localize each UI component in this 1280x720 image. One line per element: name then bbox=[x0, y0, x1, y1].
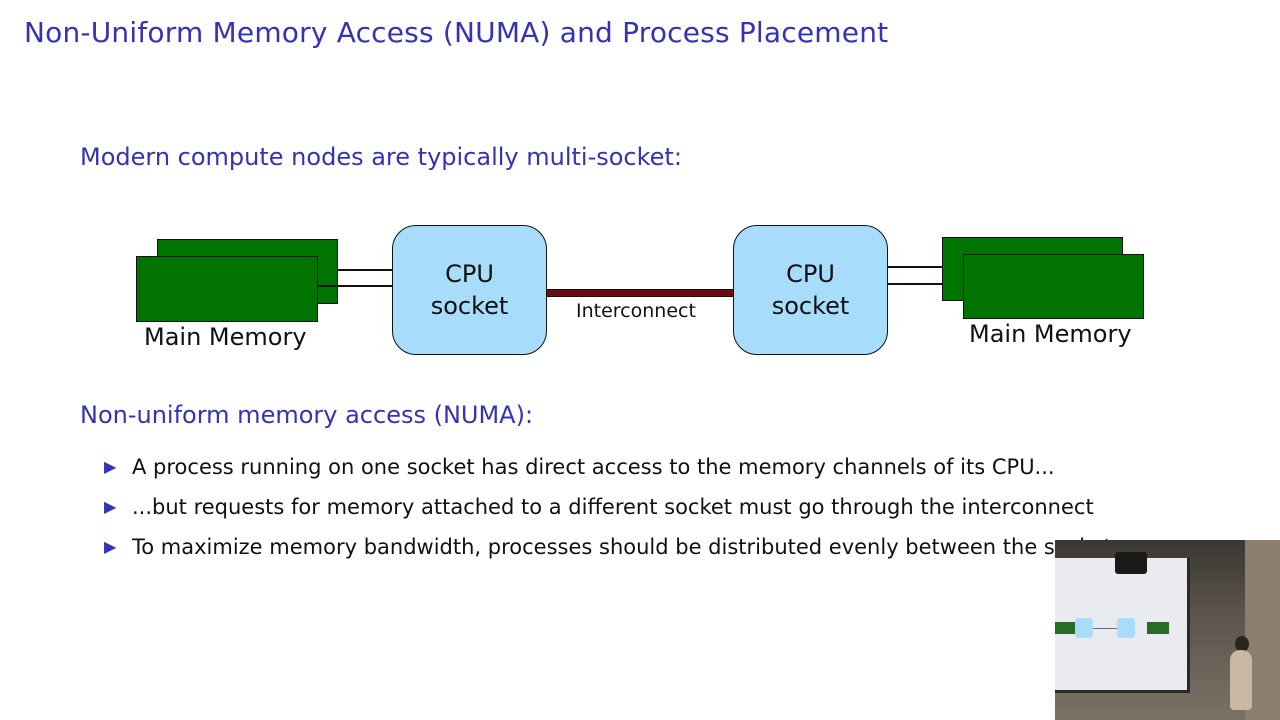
memory-module-left-back bbox=[157, 239, 338, 304]
projector-icon bbox=[1115, 552, 1147, 574]
mini-interconnect bbox=[1093, 628, 1117, 629]
cpu-socket-left: CPU socket bbox=[392, 225, 547, 355]
list-item: ▶ ...but requests for memory attached to… bbox=[104, 495, 1123, 535]
section-heading-numa: Non-uniform memory access (NUMA): bbox=[80, 401, 534, 429]
cpu-socket-left-line1: CPU bbox=[445, 260, 494, 288]
main-memory-right-label: Main Memory bbox=[969, 320, 1132, 348]
section-heading-multi-socket: Modern compute nodes are typically multi… bbox=[80, 143, 682, 171]
memory-link-right-top bbox=[887, 266, 943, 268]
cpu-socket-right: CPU socket bbox=[733, 225, 888, 355]
cpu-socket-right-line2: socket bbox=[771, 292, 850, 320]
projected-screen bbox=[1055, 558, 1190, 693]
list-item: ▶ To maximize memory bandwidth, processe… bbox=[104, 535, 1123, 575]
presenter-head bbox=[1235, 636, 1249, 652]
bullet-text: To maximize memory bandwidth, processes … bbox=[132, 535, 1123, 559]
presenter bbox=[1230, 650, 1252, 710]
memory-module-left-front bbox=[136, 256, 318, 322]
mini-cpu-left bbox=[1075, 618, 1093, 638]
video-inset bbox=[1055, 540, 1280, 720]
triangle-right-icon: ▶ bbox=[104, 537, 117, 556]
cpu-socket-left-line2: socket bbox=[430, 292, 509, 320]
memory-link-right-bottom bbox=[887, 283, 964, 285]
cpu-socket-right-line1: CPU bbox=[786, 260, 835, 288]
bullet-list: ▶ A process running on one socket has di… bbox=[104, 455, 1123, 575]
interconnect-label: Interconnect bbox=[576, 300, 696, 322]
triangle-right-icon: ▶ bbox=[104, 457, 117, 476]
memory-link-left-top bbox=[338, 269, 393, 271]
memory-module-right-front bbox=[963, 254, 1144, 319]
bullet-text: ...but requests for memory attached to a… bbox=[132, 495, 1094, 519]
slide-title: Non-Uniform Memory Access (NUMA) and Pro… bbox=[24, 16, 889, 49]
triangle-right-icon: ▶ bbox=[104, 497, 117, 516]
mini-memory-left bbox=[1055, 622, 1077, 634]
memory-link-left-bottom bbox=[318, 285, 393, 287]
bullet-text: A process running on one socket has dire… bbox=[132, 455, 1055, 479]
memory-module-right-back bbox=[942, 237, 1123, 301]
interconnect-bar bbox=[547, 289, 733, 297]
main-memory-left-label: Main Memory bbox=[144, 323, 307, 351]
mini-cpu-right bbox=[1117, 618, 1135, 638]
mini-memory-right bbox=[1147, 622, 1169, 634]
list-item: ▶ A process running on one socket has di… bbox=[104, 455, 1123, 495]
